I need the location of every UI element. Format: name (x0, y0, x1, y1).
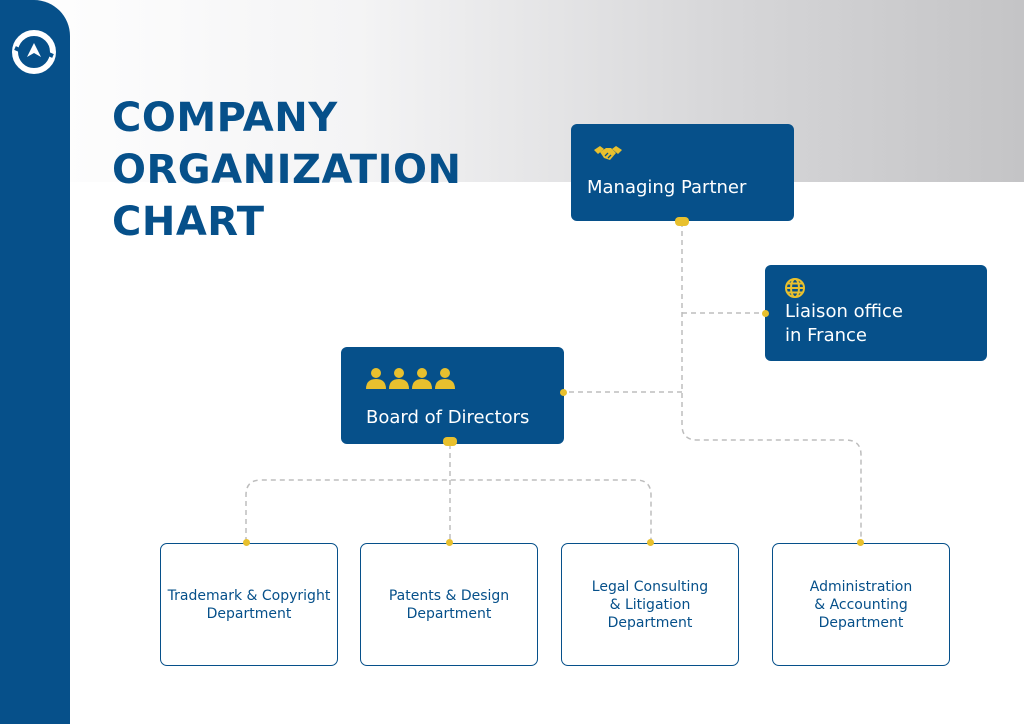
connector-dot (647, 539, 654, 546)
board-node: Board of Directors (341, 347, 564, 444)
connector-dot (243, 539, 250, 546)
collapse-chevron-icon[interactable] (675, 217, 689, 226)
liaison-office-node: Liaison office in France (765, 265, 987, 361)
connector-dept-bus (245, 479, 652, 542)
connector-dot (560, 389, 567, 396)
department-legal: Legal Consulting & Litigation Department (561, 543, 739, 666)
managing-partner-node: Managing Partner (571, 124, 794, 221)
department-label: Patents & Design Department (388, 587, 510, 622)
department-label: Trademark & Copyright Department (167, 587, 331, 622)
managing-partner-label: Managing Partner (587, 177, 747, 198)
connector-dot (762, 310, 769, 317)
department-trademark: Trademark & Copyright Department (160, 543, 338, 666)
department-patents: Patents & Design Department (360, 543, 538, 666)
board-label: Board of Directors (366, 407, 530, 428)
side-bar (0, 0, 70, 724)
title-line-3: CHART (112, 199, 265, 245)
handshake-icon (594, 146, 622, 160)
department-administration: Administration & Accounting Department (772, 543, 950, 666)
connector-dot (446, 539, 453, 546)
department-label: Legal Consulting & Litigation Department (591, 578, 709, 631)
collapse-chevron-icon[interactable] (443, 437, 457, 446)
liaison-office-label: Liaison office in France (785, 301, 903, 346)
department-label: Administration & Accounting Department (809, 578, 913, 631)
header-background (0, 0, 1024, 182)
logo-icon (12, 30, 56, 74)
connector-dot (857, 539, 864, 546)
title-line-1: COMPANY (112, 95, 338, 141)
globe-icon (785, 278, 805, 298)
people-icon (366, 368, 455, 389)
page-title: COMPANY ORGANIZATION CHART (112, 92, 461, 248)
connector-managing-to-admin (681, 222, 862, 542)
title-line-2: ORGANIZATION (112, 147, 462, 193)
